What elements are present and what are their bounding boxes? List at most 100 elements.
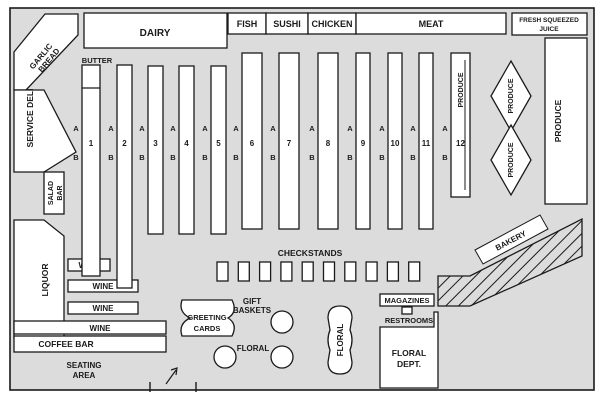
entrance-arrow-head (170, 367, 178, 376)
coffee-bar-label: COFFEE BAR (38, 339, 93, 349)
aisle-number-8: 8 (326, 139, 331, 148)
meat-label: MEAT (419, 19, 444, 29)
checkstand-4 (280, 261, 293, 282)
floral-label: FLORAL (237, 344, 270, 353)
gift-baskets-label-line1: GIFT (243, 297, 261, 306)
aisle-3 (147, 65, 164, 235)
aisle-side-a-11: A (410, 124, 416, 133)
aisle-side-a-12: A (442, 124, 448, 133)
checkstand-9 (386, 261, 400, 282)
aisle-side-a-5: A (202, 124, 208, 133)
greeting-cards-label-line1: GREETING (187, 313, 226, 322)
checkstands-label: CHECKSTANDS (278, 248, 343, 258)
produce-wall-section (544, 37, 588, 205)
aisle-number-3: 3 (153, 139, 158, 148)
coffee-bar-section (13, 335, 167, 353)
wine-shelf-3 (67, 301, 139, 315)
checkstand-5 (301, 261, 314, 282)
checkstand-3 (258, 261, 272, 282)
aisle-side-b-10: B (379, 153, 385, 162)
produce-display-2 (490, 123, 532, 197)
aisle-number-4: 4 (184, 139, 189, 148)
wine-label-2: WINE (93, 282, 115, 291)
aisle-9 (355, 52, 371, 230)
aisle-side-a-9: A (347, 124, 353, 133)
aisle-side-a-6: A (233, 124, 239, 133)
fish-label: FISH (237, 19, 258, 29)
salad-bar-section (43, 171, 65, 215)
greeting-cards-display (180, 299, 235, 337)
floral-dept-label-line2: DEPT. (397, 359, 421, 369)
aisle-1 (81, 64, 101, 277)
wine-shelf-4 (13, 320, 167, 335)
aisle-10 (387, 52, 403, 230)
floral-stand-label: FLORAL (336, 324, 345, 357)
aisle-side-a-1: A (73, 124, 79, 133)
display-table-3 (270, 345, 294, 369)
meat-section (355, 12, 507, 35)
aisle-2 (116, 64, 133, 289)
aisle-number-6: 6 (250, 139, 255, 148)
restrooms-marker (401, 306, 413, 315)
aisle-4 (178, 65, 195, 235)
salad-bar-label-line1: SALAD (48, 181, 55, 205)
display-table-1 (270, 310, 294, 334)
aisle-5 (210, 65, 227, 235)
aisle-side-b-11: B (410, 153, 416, 162)
bakery-section (437, 217, 583, 307)
produce-label-2: PRODUCE (508, 142, 515, 177)
aisle-11 (418, 52, 434, 230)
aisle-number-9: 9 (361, 139, 366, 148)
liquor-section (13, 219, 65, 339)
dairy-label: DAIRY (140, 28, 171, 39)
aisle-number-1: 1 (89, 139, 94, 148)
aisle-7 (278, 52, 300, 230)
checkstand-group (216, 261, 421, 282)
juice-section (511, 12, 588, 36)
greeting-cards-label-line2: CARDS (194, 324, 221, 333)
aisle-number-11: 11 (422, 139, 431, 148)
sushi-label: SUSHI (273, 19, 301, 29)
salad-bar-label-line2: BAR (57, 185, 64, 200)
aisle-side-a-2: A (108, 124, 114, 133)
aisle-side-a-8: A (309, 124, 315, 133)
aisle-side-b-5: B (202, 153, 208, 162)
aisle-side-b-8: B (309, 153, 315, 162)
dairy-section (83, 12, 228, 49)
magazines-section (379, 293, 435, 307)
aisle-side-a-10: A (379, 124, 385, 133)
aisle-side-b-6: B (233, 153, 239, 162)
seating-area-label-line2: AREA (73, 371, 96, 380)
restrooms-label: RESTROOMS (385, 316, 433, 325)
aisle-side-b-4: B (170, 153, 176, 162)
entrance-arrow-shaft (165, 369, 177, 385)
magazines-label: MAGAZINES (385, 296, 430, 305)
aisle-side-b-1: B (73, 153, 79, 162)
aisle-number-10: 10 (391, 139, 400, 148)
display-table-2 (213, 345, 237, 369)
aisle-number-7: 7 (287, 139, 292, 148)
aisle-side-b-9: B (347, 153, 353, 162)
aisle-side-b-12: B (442, 153, 448, 162)
service-deli-label: SERVICE DELI (25, 89, 35, 148)
aisle-12-produce-label: PRODUCE (458, 72, 465, 107)
outer-wall (9, 7, 595, 391)
aisle-group: 1AB2AB3AB4AB5AB6AB7AB8AB9AB10AB11AB12ABP… (73, 52, 471, 289)
aisle-number-5: 5 (216, 139, 221, 148)
bakery-label-backing (474, 214, 549, 265)
liquor-label: LIQUOR (40, 263, 50, 296)
produce-wall-label: PRODUCE (553, 99, 563, 142)
produce-label-1: PRODUCE (508, 78, 515, 113)
checkstand-1 (216, 261, 229, 282)
aisle-side-a-3: A (139, 124, 145, 133)
wine-label-3: WINE (93, 304, 115, 313)
aisle-side-b-3: B (139, 153, 145, 162)
checkstand-8 (365, 261, 378, 282)
checkstand-2 (237, 261, 250, 282)
service-deli-section (13, 89, 77, 173)
aisle-side-a-7: A (270, 124, 276, 133)
aisle-side-b-7: B (270, 153, 276, 162)
aisle-number-12: 12 (456, 139, 465, 148)
checkstand-10 (408, 261, 421, 282)
